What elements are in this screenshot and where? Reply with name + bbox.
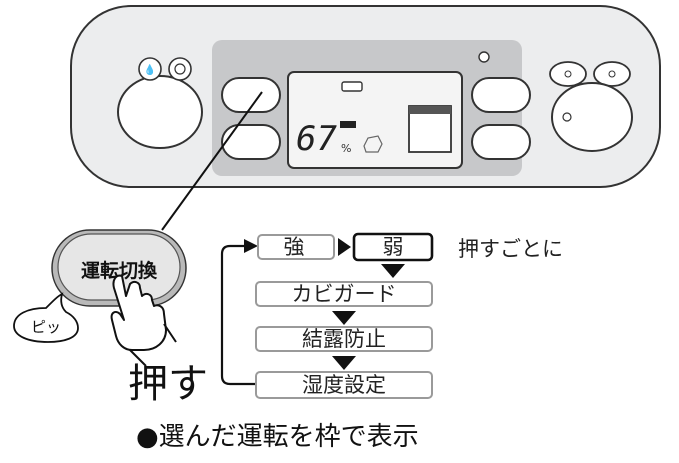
mode-box-humidity-setting — [255, 371, 433, 399]
mode-box-mold-guard — [255, 281, 433, 307]
hand-cuff-line-2 — [163, 323, 177, 343]
timer-icon — [174, 63, 186, 75]
mode-arrow-right — [338, 238, 351, 256]
mode-humidity-setting-label: 湿度設定 — [302, 373, 386, 397]
cycle-arrow-head — [244, 239, 258, 253]
lcd-bar-segment — [340, 121, 356, 128]
lcd-tank-gauge-top — [409, 106, 451, 114]
panel-button-right-upper[interactable] — [471, 77, 531, 113]
mode-box-condensation — [255, 326, 433, 352]
beep-label: ピッ — [31, 318, 61, 336]
power-button[interactable] — [117, 75, 203, 149]
timer-icon-button[interactable] — [168, 57, 192, 81]
beep-speech-bubble — [13, 292, 79, 343]
cycle-note: 押すごとに — [458, 237, 563, 261]
mode-strong-label: 強 — [284, 235, 305, 259]
mode-weak-label: 弱 — [383, 235, 404, 259]
humidity-icon: 💧 — [144, 63, 156, 76]
start-button[interactable] — [551, 82, 633, 152]
small-button-2-dot — [608, 70, 616, 78]
humidity-unit: % — [341, 142, 351, 155]
cycle-return-line — [220, 244, 256, 386]
leader-line — [161, 91, 263, 231]
mode-arrow-down-2 — [332, 311, 356, 325]
hand-pointer-icon — [110, 274, 167, 351]
humidity-readout: 67 — [296, 119, 337, 159]
operation-switch-button[interactable] — [221, 77, 281, 113]
operation-button-label: 運転切換 — [81, 259, 158, 282]
mode-arrow-down-1 — [381, 264, 405, 278]
water-tank-icon — [363, 135, 383, 153]
small-button-1-dot — [564, 70, 572, 78]
mode-condensation-label: 結露防止 — [302, 327, 386, 351]
start-button-lamp — [562, 112, 572, 122]
mode-box-strong — [257, 234, 335, 260]
footnote: ●選んだ運転を枠で表示 — [136, 422, 419, 452]
mode-mold-guard-label: カビガード — [292, 282, 397, 306]
press-label: 押す — [128, 361, 208, 407]
panel-button-left-lower[interactable] — [221, 124, 281, 160]
indicator-lamp — [478, 51, 490, 63]
hand-cuff-line — [129, 349, 147, 367]
humidity-icon-button[interactable] — [138, 57, 162, 81]
mode-arrow-down-3 — [332, 356, 356, 370]
panel-button-right-lower[interactable] — [471, 124, 531, 160]
lcd-indicator — [341, 81, 363, 92]
mode-box-weak-selected — [352, 232, 434, 262]
